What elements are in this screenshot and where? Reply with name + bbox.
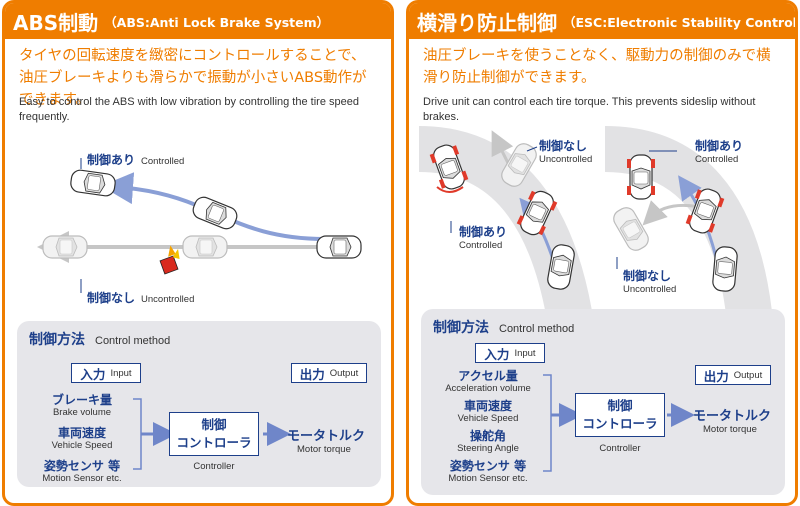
abs-cars-svg: [37, 158, 362, 293]
esc-header: 横滑り防止制御 （ESC:Electronic Stability Contro…: [409, 3, 795, 39]
abs-title-en: （ABS:Anti Lock Brake System）: [104, 14, 330, 30]
rotation-arrow-icon: [436, 186, 464, 193]
car-icon: [69, 168, 117, 198]
abs-header: ABS制動 （ABS:Anti Lock Brake System）: [5, 3, 391, 39]
esc-title: 横滑り防止制御: [417, 10, 557, 35]
car-icon: [609, 203, 653, 255]
controller-caption: Controller: [599, 443, 641, 454]
abs-description-jp: タイヤの回転速度を緻密にコントロールすることで、油圧ブレーキよりも滑らかで振動が…: [19, 48, 367, 108]
esc-cars-svg: [418, 126, 772, 318]
abs-description-en: Easy to control the ABS with low vibrati…: [19, 96, 359, 123]
controller-box: 制御 コントローラ: [169, 412, 259, 456]
esc-flow-arrows: [543, 374, 695, 472]
controller-box: 制御 コントローラ: [575, 393, 665, 437]
car-icon: [626, 154, 656, 200]
abs-panel: ABS制動 （ABS:Anti Lock Brake System） タイヤの回…: [2, 0, 394, 506]
car-icon: [182, 235, 228, 259]
car-icon: [42, 235, 88, 259]
car-icon: [189, 193, 241, 233]
car-icon: [316, 235, 362, 259]
esc-description-en: Drive unit can control each tire torque.…: [423, 96, 756, 123]
car-icon: [711, 245, 739, 293]
esc-description-jp: 油圧ブレーキを使うことなく、駆動力の制御のみで横滑り防止制御ができます。: [423, 48, 771, 86]
abs-flow-arrows: [133, 398, 291, 470]
esc-title-en: （ESC:Electronic Stability Control）: [563, 14, 798, 30]
abs-title: ABS制動: [13, 10, 99, 35]
warning-flame-icon: [159, 245, 180, 275]
esc-panel: 横滑り防止制御 （ESC:Electronic Stability Contro…: [406, 0, 798, 506]
controller-caption: Controller: [193, 461, 235, 472]
